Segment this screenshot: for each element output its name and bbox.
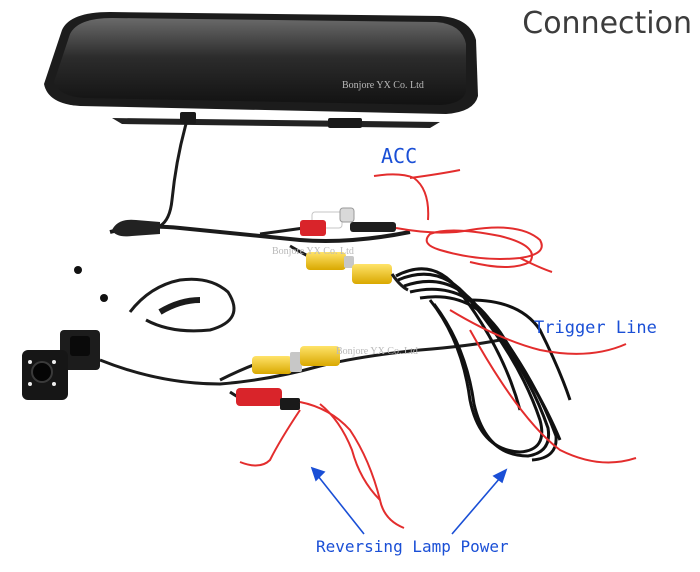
mounting-screws (74, 266, 108, 302)
rear-camera (22, 330, 100, 400)
watermark: Bonjore YX Co. Ltd (342, 80, 424, 91)
watermark: Bonjore YX Co. Ltd (272, 246, 354, 257)
acc-wire-bundle (373, 169, 553, 273)
camera-cable (99, 338, 501, 386)
mirror-cable (159, 123, 188, 228)
monitor-rca-connectors (259, 207, 396, 236)
video-rca-monitor (289, 244, 409, 292)
camera-power-plug (229, 388, 300, 410)
extension-cable-coil (395, 267, 572, 462)
acc-label: ACC (381, 144, 418, 168)
page-title: Connection (522, 6, 692, 41)
trigger-wire (449, 309, 627, 355)
trigger-line-label: Trigger Line (534, 318, 657, 338)
watermark: Bonjore YX Co. Ltd (336, 346, 418, 357)
reversing-power-wire (239, 401, 405, 529)
video-rca-camera (219, 346, 340, 382)
reversing-lamp-power-label: Reversing Lamp Power (316, 537, 509, 556)
mirror-monitor (44, 12, 478, 128)
annotation-arrows (310, 466, 508, 535)
